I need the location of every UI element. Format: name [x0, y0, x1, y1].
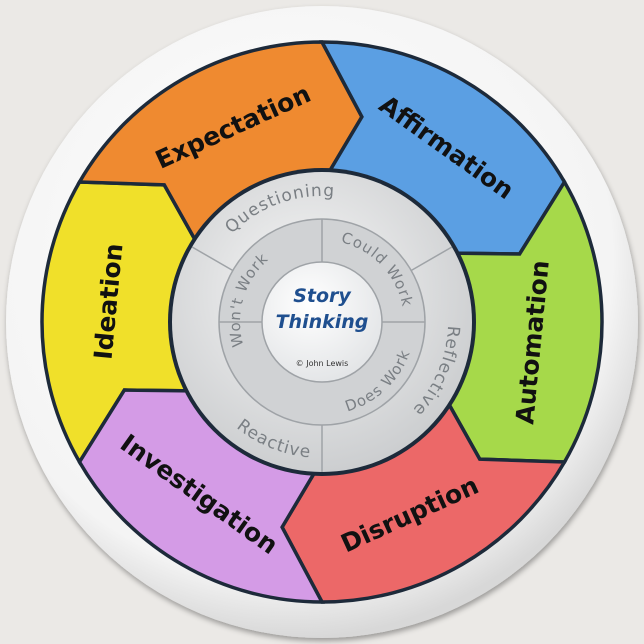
hub-outer-divider: [191, 246, 234, 272]
copyright-text: © John Lewis: [296, 359, 349, 368]
hub-outer-divider: [410, 246, 453, 272]
center-title-line2: Thinking: [276, 311, 369, 333]
segments-layer: [40, 40, 604, 604]
hub-layer: [168, 168, 476, 476]
center-title-line1: Story: [293, 285, 352, 307]
hub-center: [261, 261, 383, 383]
